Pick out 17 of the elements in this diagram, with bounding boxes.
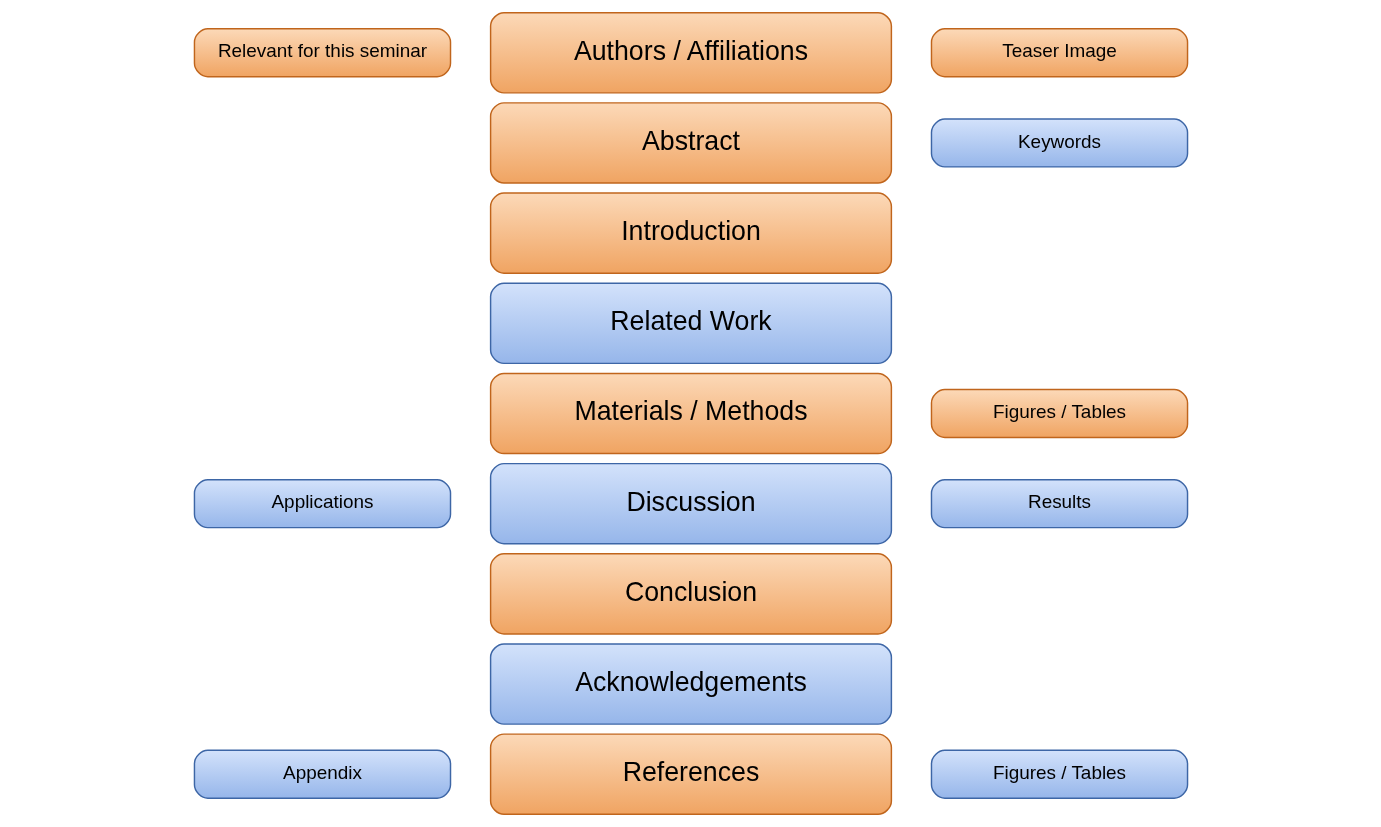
node-box: Applications [193, 479, 451, 529]
node-box: Introduction [489, 192, 892, 274]
node-box: Teaser Image [930, 28, 1188, 78]
node-box: Acknowledgements [489, 643, 892, 725]
node-box: Authors / Affiliations [489, 11, 892, 94]
node-box: Figures / Tables [930, 388, 1188, 439]
node-box: Discussion [489, 462, 892, 545]
node-box: Figures / Tables [930, 749, 1188, 799]
node-box: Materials / Methods [489, 372, 892, 455]
node-box: Results [930, 479, 1188, 529]
node-box: References [489, 733, 892, 816]
node-box: Appendix [193, 749, 451, 799]
node-box: Abstract [489, 102, 892, 184]
node-box: Conclusion [489, 553, 892, 635]
node-box: Relevant for this seminar [193, 28, 451, 78]
node-box: Keywords [930, 118, 1188, 168]
node-box: Related Work [489, 282, 892, 365]
